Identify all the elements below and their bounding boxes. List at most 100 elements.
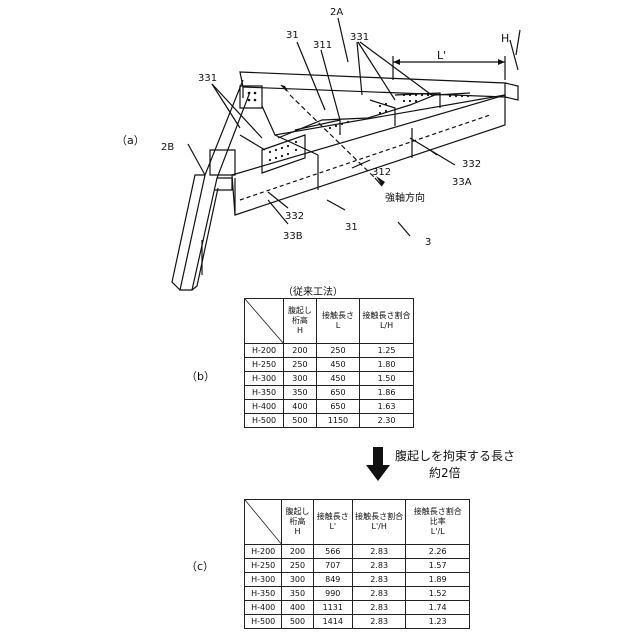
cell-ratio: 1.25 xyxy=(360,344,414,358)
label-331-top: 331 xyxy=(350,33,369,43)
cell-ratio: 2.83 xyxy=(352,601,405,615)
cell-h: 250 xyxy=(284,358,317,372)
table-row: H-2502507072.831.57 xyxy=(245,559,470,573)
cell-type: H-300 xyxy=(245,573,282,587)
header-ratio: 接触長さ割合 L'/H xyxy=(352,500,405,545)
table-row: H-3003008492.831.89 xyxy=(245,573,470,587)
header-ratio-ratio-text: 接触長さ割合 比率 L'/L xyxy=(414,507,462,536)
cell-type: H-300 xyxy=(245,372,284,386)
table-b-header-row: 腹起し 桁高 H 接触長さ L 接触長さ割合 L/H xyxy=(245,299,414,344)
label-332-bottom: 332 xyxy=(285,212,304,222)
cell-l-prime: 990 xyxy=(313,587,352,601)
header-ratio-ratio: 接触長さ割合 比率 L'/L xyxy=(406,500,470,545)
cell-h: 400 xyxy=(282,601,313,615)
cell-type: H-250 xyxy=(245,358,284,372)
cell-l: 450 xyxy=(316,358,359,372)
cell-l-prime: 1131 xyxy=(313,601,352,615)
header-l: 接触長さ L xyxy=(316,299,359,344)
label-33a: 33A xyxy=(452,178,472,188)
arrow-text: 腹起しを拘束する長さ 約2倍 xyxy=(395,448,515,482)
table-row: H-50050011502.30 xyxy=(245,414,414,428)
label-311: 311 xyxy=(313,41,332,51)
cell-ratio-ratio: 1.23 xyxy=(406,615,470,629)
header-h: 腹起し 桁高 H xyxy=(282,500,313,545)
cell-h: 500 xyxy=(282,615,313,629)
table-row: H-3003004501.50 xyxy=(245,372,414,386)
label-h: H xyxy=(501,33,509,44)
label-332-right: 332 xyxy=(462,160,481,170)
cell-h: 500 xyxy=(284,414,317,428)
table-row: H-4004006501.63 xyxy=(245,400,414,414)
table-row: H-2502504501.80 xyxy=(245,358,414,372)
table-row: H-3503506501.86 xyxy=(245,386,414,400)
label-3: 3 xyxy=(425,238,431,248)
cell-h: 400 xyxy=(284,400,317,414)
cell-l: 650 xyxy=(316,400,359,414)
cell-ratio: 2.30 xyxy=(360,414,414,428)
cell-h: 350 xyxy=(282,587,313,601)
cell-ratio: 2.83 xyxy=(352,559,405,573)
corner-cell xyxy=(245,299,284,344)
cell-h: 350 xyxy=(284,386,317,400)
cell-type: H-350 xyxy=(245,386,284,400)
label-2b: 2B xyxy=(161,143,174,153)
arrow-text-line2: 約2倍 xyxy=(395,465,515,482)
label-strong-axis: 強軸方向 xyxy=(385,194,425,204)
table-row: H-3503509902.831.52 xyxy=(245,587,470,601)
header-l-text: 接触長さ L xyxy=(322,311,354,330)
header-ratio: 接触長さ割合 L/H xyxy=(360,299,414,344)
cell-h: 300 xyxy=(284,372,317,386)
cell-ratio: 2.83 xyxy=(352,587,405,601)
header-l-prime: 接触長さ L' xyxy=(313,500,352,545)
cell-ratio: 2.83 xyxy=(352,545,405,559)
label-2a: 2A xyxy=(330,8,343,18)
cell-ratio-ratio: 1.57 xyxy=(406,559,470,573)
header-h-text: 腹起し 桁高 H xyxy=(285,507,309,536)
cell-l-prime: 1414 xyxy=(313,615,352,629)
table-row: H-2002005662.832.26 xyxy=(245,545,470,559)
cell-l-prime: 566 xyxy=(313,545,352,559)
table-row: H-40040011312.831.74 xyxy=(245,601,470,615)
table-conventional: 腹起し 桁高 H 接触長さ L 接触長さ割合 L/H H-2002002501.… xyxy=(244,298,414,428)
cell-h: 200 xyxy=(282,545,313,559)
cell-type: H-400 xyxy=(245,601,282,615)
cell-ratio-ratio: 1.89 xyxy=(406,573,470,587)
header-h: 腹起し 桁高 H xyxy=(284,299,317,344)
cell-type: H-350 xyxy=(245,587,282,601)
label-31-top: 31 xyxy=(286,31,299,41)
corner-cell xyxy=(245,500,282,545)
cell-ratio: 1.50 xyxy=(360,372,414,386)
table-proposed: 腹起し 桁高 H 接触長さ L' 接触長さ割合 L'/H 接触長さ割合 比率 L… xyxy=(244,499,470,629)
header-l-prime-text: 接触長さ L' xyxy=(317,512,349,531)
cell-ratio: 2.83 xyxy=(352,573,405,587)
header-ratio-text: 接触長さ割合 L/H xyxy=(363,311,411,330)
cell-type: H-500 xyxy=(245,414,284,428)
label-331-left: 331 xyxy=(198,74,217,84)
table-b-caption: （従来工法） xyxy=(283,283,343,298)
label-l-prime: L' xyxy=(437,50,446,61)
table-c-header-row: 腹起し 桁高 H 接触長さ L' 接触長さ割合 L'/H 接触長さ割合 比率 L… xyxy=(245,500,470,545)
cell-type: H-400 xyxy=(245,400,284,414)
cell-h: 250 xyxy=(282,559,313,573)
cell-l: 450 xyxy=(316,372,359,386)
panel-label-b: （b） xyxy=(186,368,215,384)
header-h-text: 腹起し 桁高 H xyxy=(288,306,312,335)
label-33b: 33B xyxy=(283,232,303,242)
cell-ratio: 2.83 xyxy=(352,615,405,629)
header-ratio-text: 接触長さ割合 L'/H xyxy=(355,512,403,531)
cell-l-prime: 849 xyxy=(313,573,352,587)
cell-type: H-250 xyxy=(245,559,282,573)
cell-type: H-200 xyxy=(245,344,284,358)
cell-l-prime: 707 xyxy=(313,559,352,573)
cell-ratio: 1.80 xyxy=(360,358,414,372)
label-312: 312 xyxy=(372,168,391,178)
diagonal-line xyxy=(245,299,283,343)
panel-label-c: （c） xyxy=(186,558,214,574)
cell-l: 250 xyxy=(316,344,359,358)
down-arrow-icon xyxy=(366,447,390,481)
table-row: H-50050014142.831.23 xyxy=(245,615,470,629)
label-31-bottom: 31 xyxy=(345,223,358,233)
cell-ratio: 1.86 xyxy=(360,386,414,400)
arrow-text-line1: 腹起しを拘束する長さ xyxy=(395,448,515,465)
cell-type: H-500 xyxy=(245,615,282,629)
